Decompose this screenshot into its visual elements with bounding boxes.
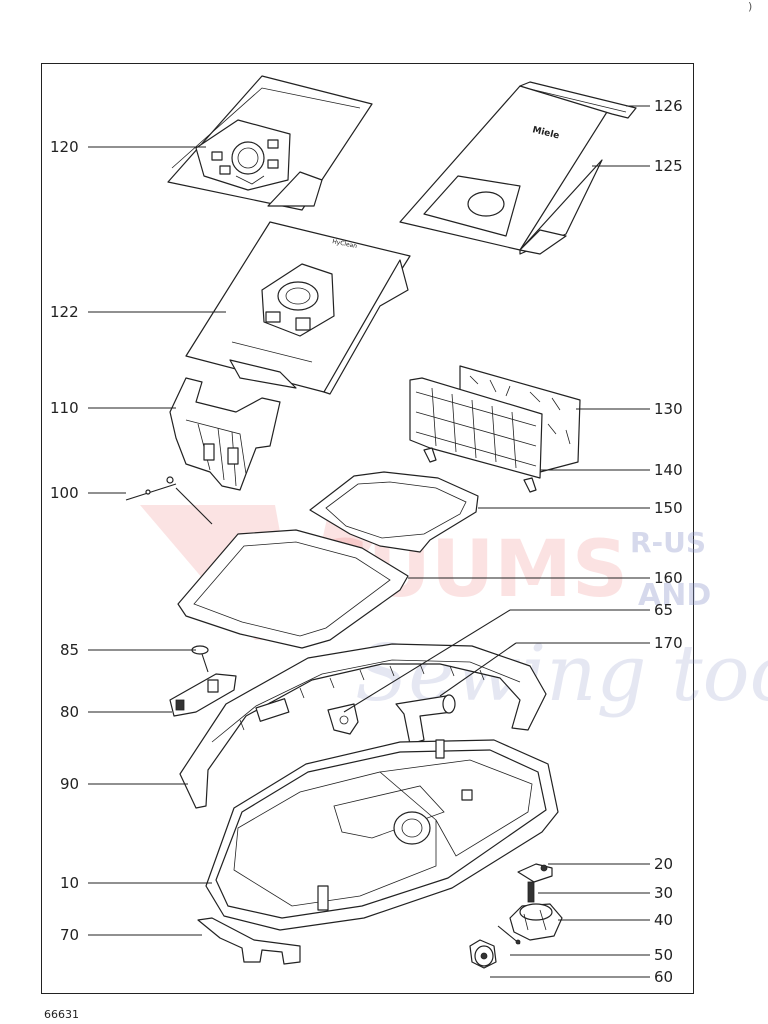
label-80: 80 <box>60 703 79 721</box>
label-130: 130 <box>654 400 683 418</box>
part-125-filter-bag[interactable]: Miele <box>399 85 613 255</box>
part-110-bag-holder[interactable] <box>169 377 281 491</box>
part-100-pin[interactable] <box>125 476 213 525</box>
part-50-axle-pin[interactable] <box>497 925 521 945</box>
part-40-castor[interactable] <box>509 903 563 941</box>
label-85: 85 <box>60 641 79 659</box>
part-122-hyclean-bag[interactable]: HyClean <box>185 221 411 395</box>
label-170: 170 <box>654 634 683 652</box>
label-126: 126 <box>654 97 683 115</box>
part-126-bag-collar[interactable] <box>519 81 637 119</box>
label-90: 90 <box>60 775 79 793</box>
label-110: 110 <box>50 399 79 417</box>
part-70-bottom-bumper[interactable] <box>197 917 301 965</box>
label-150: 150 <box>654 499 683 517</box>
part-10-housing[interactable] <box>205 739 559 931</box>
label-160: 160 <box>654 569 683 587</box>
label-40: 40 <box>654 911 673 929</box>
label-100: 100 <box>50 484 79 502</box>
diagram-frame <box>41 63 694 994</box>
leader-lines <box>88 105 650 978</box>
label-125: 125 <box>654 157 683 175</box>
watermark-and: AND <box>638 578 711 613</box>
part-labels: 120 126 125 122 110 130 140 100 150 160 … <box>50 97 683 986</box>
part-90-bumper[interactable] <box>179 643 547 809</box>
label-65: 65 <box>654 601 673 619</box>
part-30-screw[interactable] <box>527 881 535 903</box>
label-30: 30 <box>654 884 673 902</box>
part-170-hose-elbow[interactable] <box>395 694 456 745</box>
label-60: 60 <box>654 968 673 986</box>
corner-mark: ) <box>748 0 753 13</box>
document-number: 66631 <box>44 1008 79 1021</box>
label-10: 10 <box>60 874 79 892</box>
part-80-latch[interactable] <box>169 673 237 717</box>
part-120-dust-bag[interactable] <box>167 75 373 211</box>
label-50: 50 <box>654 946 673 964</box>
label-20: 20 <box>654 855 673 873</box>
label-140: 140 <box>654 461 683 479</box>
watermark-r-us: R-US <box>630 526 706 559</box>
label-70: 70 <box>60 926 79 944</box>
label-122: 122 <box>50 303 79 321</box>
part-140-filter-grille[interactable] <box>409 377 543 493</box>
part-65-grommet[interactable] <box>327 703 359 735</box>
part-20-bracket[interactable] <box>517 863 553 883</box>
part-160-lid-gasket[interactable] <box>177 529 409 649</box>
part-150-frame-seal[interactable] <box>309 471 479 553</box>
label-120: 120 <box>50 138 79 156</box>
part-60-wheel[interactable] <box>469 939 497 969</box>
